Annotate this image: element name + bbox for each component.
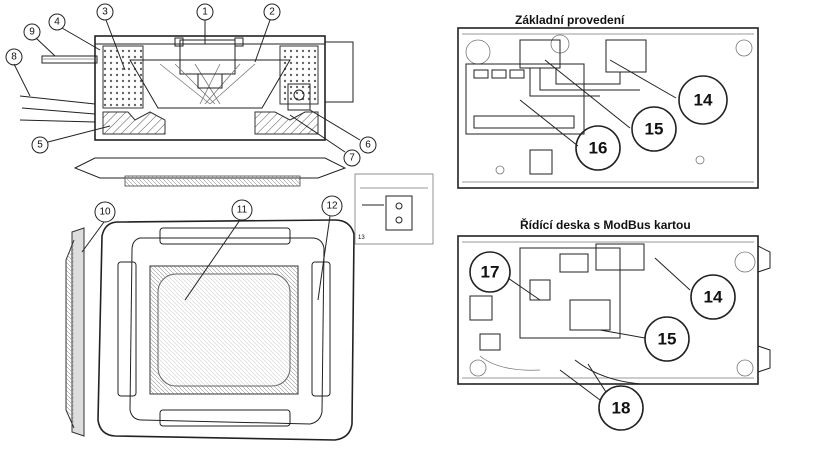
louver-top xyxy=(159,227,291,245)
basic-board xyxy=(457,27,759,189)
callout-16: 16 xyxy=(589,139,608,158)
modbus-control-board xyxy=(519,247,621,339)
callout-circle-7 xyxy=(343,149,361,167)
fan-wheel xyxy=(129,59,291,109)
panel-frame xyxy=(97,219,355,441)
callout-12: 12 xyxy=(326,201,338,212)
callout-9: 9 xyxy=(29,27,35,38)
insulation-right xyxy=(279,45,319,105)
basic-version-title: Základní provedení xyxy=(515,13,625,27)
callout-2: 2 xyxy=(269,7,275,18)
drain-pipes xyxy=(19,95,96,123)
fan-motor xyxy=(179,39,236,75)
callout-11: 11 xyxy=(237,205,248,216)
callouts-top-right: 14 15 16 xyxy=(519,59,728,171)
louver-left xyxy=(117,261,137,397)
callout-circle-5 xyxy=(31,136,49,154)
valve xyxy=(287,83,311,111)
basic-board-housing xyxy=(457,27,759,189)
modbus-terminal xyxy=(479,333,501,351)
callouts-bottom-right: 17 14 15 18 xyxy=(469,251,736,431)
callout-6: 6 xyxy=(365,140,371,151)
callout-17: 17 xyxy=(481,263,500,282)
callout-7: 7 xyxy=(349,153,355,164)
louver-bottom xyxy=(159,409,291,427)
modbus-board xyxy=(457,235,771,385)
modbus-card xyxy=(569,299,611,331)
callout-circle-3 xyxy=(96,3,114,21)
pipe-connection xyxy=(41,55,98,64)
control-board xyxy=(465,63,585,135)
terminal-block xyxy=(529,149,553,175)
callout-14-modbus: 14 xyxy=(704,288,723,307)
modbus-board-housing xyxy=(457,235,759,385)
callout-circle-6 xyxy=(359,136,377,154)
callout-circle-2 xyxy=(263,3,281,21)
callout-circle-1 xyxy=(196,3,214,21)
callout-circle-9 xyxy=(23,23,41,41)
callout-14-basic: 14 xyxy=(694,91,713,110)
callout-3: 3 xyxy=(102,7,108,18)
callout-circle-4 xyxy=(48,13,66,31)
callout-4: 4 xyxy=(54,17,60,28)
callout-8: 8 xyxy=(11,52,17,63)
callout-15-basic: 15 xyxy=(645,120,664,139)
insulation-left xyxy=(102,45,144,109)
unit-cross-section xyxy=(19,35,354,141)
front-panel xyxy=(97,219,355,441)
heat-exchanger-left xyxy=(102,111,166,135)
heat-exchanger-right xyxy=(254,111,319,135)
callout-1: 1 xyxy=(202,7,208,18)
callouts-top-left: 1 2 3 4 9 8 5 6 7 xyxy=(5,3,377,167)
callout-5: 5 xyxy=(37,140,43,151)
panel-side-view xyxy=(65,227,85,437)
bracket-detail: 13 xyxy=(354,173,434,245)
callout-circle-8 xyxy=(5,48,23,66)
louver-right xyxy=(311,261,331,397)
modbus-board-title: Řídící deska s ModBus kartou xyxy=(520,218,691,232)
transformer xyxy=(605,39,647,73)
callout-15-modbus: 15 xyxy=(658,330,677,349)
callouts-bottom-left: 10 11 12 xyxy=(81,195,343,301)
grille-cross-section xyxy=(73,157,347,187)
callout-10: 10 xyxy=(99,207,111,218)
callout-13: 13 xyxy=(358,235,365,241)
callout-18: 18 xyxy=(612,399,631,418)
side-box xyxy=(324,41,354,103)
